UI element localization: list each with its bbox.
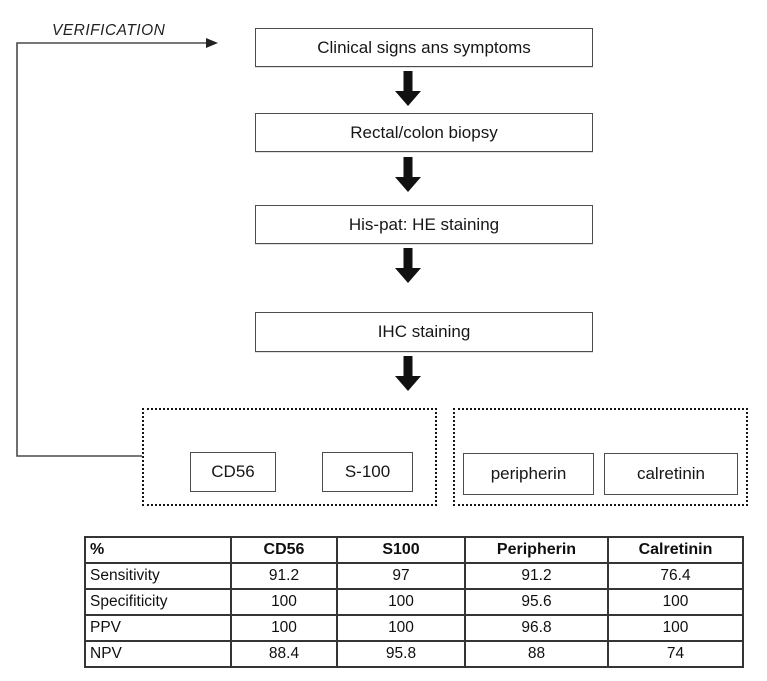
table-row-label: Sensitivity (84, 562, 232, 590)
flow-box-label: IHC staining (377, 322, 471, 341)
table-cell: 88.4 (230, 640, 338, 668)
marker-box-peripherin: peripherin (463, 453, 594, 495)
table-header-cell: Calretinin (607, 536, 744, 564)
table-cell: 91.2 (464, 562, 609, 590)
flow-box-clinical-signs: Clinical signs ans symptoms (255, 28, 593, 67)
table-cell: 95.6 (464, 588, 609, 616)
table-row-label: PPV (84, 614, 232, 642)
table-header-row: % CD56 S100 Peripherin Calretinin (84, 536, 744, 564)
marker-box-s100: S-100 (322, 452, 413, 492)
results-table: % CD56 S100 Peripherin Calretinin Sensit… (84, 536, 744, 668)
table-cell: 97 (336, 562, 466, 590)
table-cell: 95.8 (336, 640, 466, 668)
table-row-label: NPV (84, 640, 232, 668)
verification-loop-arrow (16, 38, 218, 457)
marker-label: peripherin (490, 464, 567, 483)
marker-label: S-100 (344, 462, 391, 481)
table-cell: 76.4 (607, 562, 744, 590)
table-cell: 96.8 (464, 614, 609, 642)
down-arrow-icon (395, 248, 421, 283)
table-cell: 100 (336, 588, 466, 616)
marker-group-cd56-s100: CD56 S-100 (142, 408, 437, 506)
table-row: Sensitivity 91.2 97 91.2 76.4 (84, 562, 744, 590)
table-row: NPV 88.4 95.8 88 74 (84, 640, 744, 668)
right-arrowhead-icon (206, 38, 218, 48)
down-arrow-icon (395, 157, 421, 192)
table-cell: 74 (607, 640, 744, 668)
table-row-label: Specifiticity (84, 588, 232, 616)
table-header-cell: S100 (336, 536, 466, 564)
flow-box-label: His-pat: HE staining (348, 214, 500, 234)
table-cell: 100 (607, 614, 744, 642)
table-cell: 100 (230, 588, 338, 616)
marker-label: calretinin (636, 464, 706, 483)
verification-label: VERIFICATION (52, 22, 166, 39)
table-header-cell: % (84, 536, 232, 564)
marker-box-cd56: CD56 (190, 452, 276, 492)
table-header-cell: Peripherin (464, 536, 609, 564)
table-cell: 100 (607, 588, 744, 616)
down-arrow-icon (395, 71, 421, 106)
down-arrow-icon (395, 356, 421, 391)
table-row: Specifiticity 100 100 95.6 100 (84, 588, 744, 616)
table-cell: 88 (464, 640, 609, 668)
flow-box-label: Rectal/colon biopsy (350, 122, 498, 142)
table-header-cell: CD56 (230, 536, 338, 564)
marker-group-peripherin-calretinin: peripherin calretinin (453, 408, 748, 506)
table-row: PPV 100 100 96.8 100 (84, 614, 744, 642)
marker-box-calretinin: calretinin (604, 453, 738, 495)
flow-box-label: Clinical signs ans symptoms (317, 37, 531, 57)
flow-box-rectal-colon-biopsy: Rectal/colon biopsy (255, 113, 593, 152)
table-cell: 100 (230, 614, 338, 642)
flow-box-ihc-staining: IHC staining (255, 312, 593, 352)
flow-box-hispat-he-staining: His-pat: HE staining (255, 205, 593, 244)
marker-label: CD56 (211, 462, 255, 481)
table-cell: 100 (336, 614, 466, 642)
table-cell: 91.2 (230, 562, 338, 590)
